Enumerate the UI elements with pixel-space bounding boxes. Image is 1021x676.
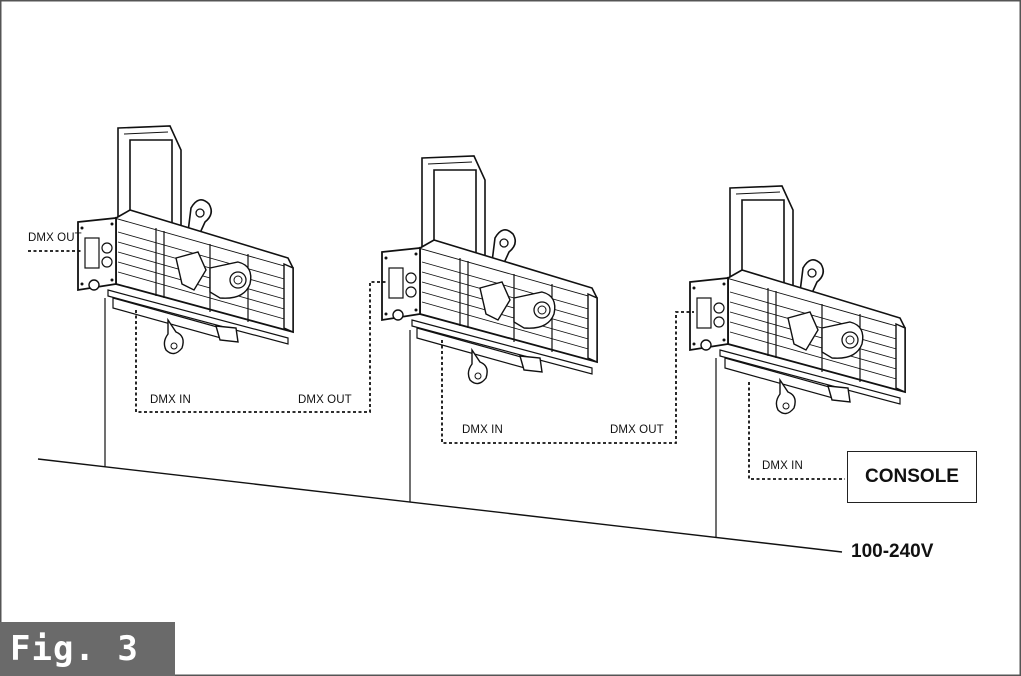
console-label: CONSOLE <box>865 466 959 487</box>
dmx-in-label-2: DMX IN <box>462 424 503 436</box>
fixture-3 <box>689 185 906 415</box>
voltage-label: 100-240V <box>851 541 934 562</box>
fixture-1 <box>77 125 294 355</box>
console-box: CONSOLE <box>847 451 977 503</box>
fixture-2 <box>381 155 598 385</box>
dmx-link-2-3 <box>441 311 694 444</box>
dmx-out-label-3: DMX OUT <box>610 424 664 436</box>
dmx-in-label-3: DMX IN <box>762 460 803 472</box>
dmx-out-label-1: DMX OUT <box>28 232 82 244</box>
figure-label: Fig. 3 <box>10 629 139 669</box>
dmx-out-label-2: DMX OUT <box>298 394 352 406</box>
dmx-link-3-console <box>748 382 845 480</box>
dmx-link-1-2 <box>135 281 388 413</box>
power-line <box>37 458 843 553</box>
figure-label-box: Fig. 3 <box>0 622 175 676</box>
dmx-in-label-1: DMX IN <box>150 394 191 406</box>
